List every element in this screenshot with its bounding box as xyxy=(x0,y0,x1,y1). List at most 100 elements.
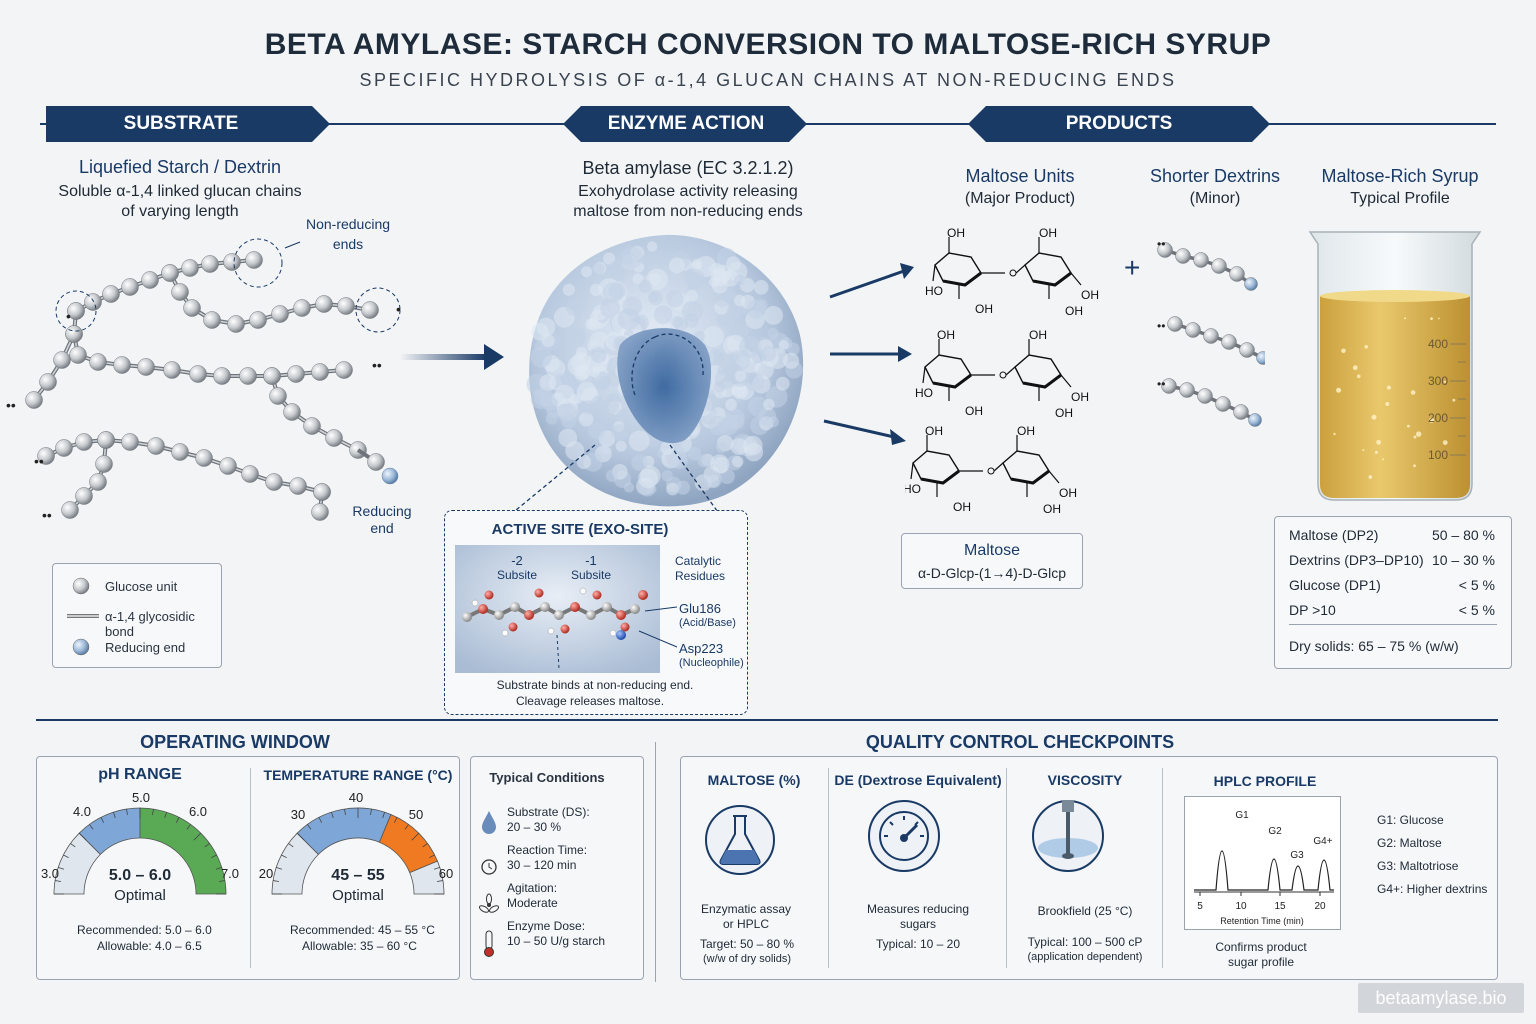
zoom-lines xyxy=(509,444,721,516)
temp-band-allow xyxy=(296,807,392,855)
qc-panel xyxy=(680,756,1498,980)
gauge-tick-label: 60 xyxy=(439,866,453,881)
thermometer-icon xyxy=(484,930,494,957)
gauge-tick-label: 50 xyxy=(409,807,423,822)
hplc-peak-label: G3 xyxy=(1290,850,1304,861)
ph-allowable: Allowable: 4.0 – 6.5 xyxy=(97,939,202,953)
typical-conditions-panel: Typical Conditions Substrate (DS):20 – 3… xyxy=(470,756,644,980)
svg-text:•: • xyxy=(66,308,71,324)
beaker-mark-100: 100 xyxy=(1428,448,1448,462)
residue-asp-role: (Nucleophile) xyxy=(679,657,744,669)
qc-viscosity-desc: Brookfield (25 °C) xyxy=(1037,904,1133,918)
syrup-beaker: 400 300 200 100 xyxy=(1308,231,1482,501)
residue-glu-role: (Acid/Base) xyxy=(679,617,736,629)
arrow-to-enzyme xyxy=(400,344,504,370)
profile-label: Dextrins (DP3–DP10) xyxy=(1289,552,1424,568)
enzyme-desc-1: Exohydrolase activity releasing xyxy=(578,183,798,200)
active-site-title: ACTIVE SITE (EXO-SITE) xyxy=(491,521,669,538)
condition-value: 10 – 50 U/g starch xyxy=(507,934,606,948)
gauge-tick-label: 4.0 xyxy=(73,804,91,819)
hplc-legend-item: G3: Maltotriose xyxy=(1377,859,1459,873)
maltose-molecule xyxy=(922,339,1072,401)
hplc-peak-label: G1 xyxy=(1235,810,1249,821)
watermark: betaamylase.bio xyxy=(1358,983,1524,1013)
maltose-units-sub: (Major Product) xyxy=(964,190,1076,207)
svg-text:••: •• xyxy=(34,453,44,469)
gauge-tick-label: 7.0 xyxy=(221,866,239,881)
qc-de-desc-2: sugars xyxy=(899,917,937,931)
condition-label: Enzyme Dose: xyxy=(507,919,586,933)
beaker-mark-300: 300 xyxy=(1428,374,1448,388)
conditions-title: Typical Conditions xyxy=(489,770,605,785)
catalytic-label-1: Catalytic xyxy=(675,554,722,568)
flask-icon xyxy=(705,805,775,875)
svg-text:••: •• xyxy=(372,357,382,373)
hplc-x-tick: 10 xyxy=(1235,901,1247,912)
qc-de-title: DE (Dextrose Equivalent) xyxy=(834,772,1002,788)
operating-window-title: OPERATING WINDOW xyxy=(140,732,330,752)
maltose-atom-label: OH xyxy=(1039,226,1057,240)
maltose-atom-label: HO xyxy=(925,284,943,298)
subsite-1-label: Subsite xyxy=(570,568,612,582)
subsite-2-num: -2 xyxy=(511,553,523,568)
residue-glu: Glu186 xyxy=(679,601,721,616)
ph-optimal-value: 5.0 – 6.0 xyxy=(108,867,172,884)
condition-label: Agitation: xyxy=(507,881,558,895)
nonreducing-ring-1 xyxy=(55,290,97,332)
ph-title: pH RANGE xyxy=(98,766,182,783)
enzyme-structure xyxy=(526,234,804,507)
gauge-tick-label: 30 xyxy=(291,807,305,822)
operating-window-panel xyxy=(36,756,460,980)
short-dextrins: •••••• xyxy=(1157,238,1265,427)
drop-icon xyxy=(482,811,496,834)
dextrin-title: Shorter Dextrins xyxy=(1149,166,1281,186)
qc-hplc-note-2: sugar profile xyxy=(1227,955,1295,969)
banner-products-shape xyxy=(968,106,1270,142)
section-divider xyxy=(36,719,1498,721)
maltose-atom-label: OH xyxy=(1029,328,1047,342)
temp-band-high xyxy=(409,860,445,895)
qc-maltose-desc-2: or HPLC xyxy=(722,917,769,931)
qc-maltose-desc-1: Enzymatic assay xyxy=(700,902,792,916)
temp-band-optimal xyxy=(378,814,438,874)
hplc-legend-item: G2: Maltose xyxy=(1377,836,1442,850)
temp-recommended: Recommended: 45 – 55 °C xyxy=(290,923,435,937)
legend-glucose: Glucose unit xyxy=(105,579,178,594)
maltose-atom-label: OH xyxy=(953,500,971,514)
maltose-atom-label: OH xyxy=(1065,304,1083,318)
maltose-molecule xyxy=(932,237,1082,299)
maltose-atom-label: OH xyxy=(1059,486,1077,500)
condition-label: Substrate (DS): xyxy=(507,805,590,819)
maltose-name: Maltose xyxy=(963,542,1021,559)
maltose-atom-label: OH xyxy=(1043,502,1061,516)
vertical-divider xyxy=(655,742,656,982)
condition-value: 30 – 120 min xyxy=(507,858,577,872)
qc-hplc-note-1: Confirms product xyxy=(1215,940,1307,954)
gauge-tick-label: 5.0 xyxy=(132,790,150,805)
maltose-atom-label: OH xyxy=(975,302,993,316)
banner-enzyme-shape xyxy=(563,106,807,142)
temp-optimal-label: Optimal xyxy=(332,887,384,904)
profile-label: DP >10 xyxy=(1289,602,1336,618)
short-dextrin xyxy=(1157,242,1258,291)
nonreducing-ring-2 xyxy=(233,238,283,288)
gauge-tick-label: 40 xyxy=(349,790,363,805)
qc-divider-1 xyxy=(828,768,829,968)
syrup-title: Maltose-Rich Syrup xyxy=(1321,166,1479,186)
banner-products: PRODUCTS xyxy=(1065,113,1173,134)
clock-icon xyxy=(481,859,497,875)
substrate-title: Liquefied Starch / Dextrin xyxy=(78,157,282,177)
qc-hplc-title: HPLC PROFILE xyxy=(1213,773,1317,789)
maltose-name-box: Maltose α-D-Glcp-(1→4)-D-Glcp xyxy=(901,533,1083,589)
gauge-tick-label: 20 xyxy=(259,866,273,881)
condition-value: 20 – 30 % xyxy=(507,820,562,834)
temp-optimal-value: 45 – 55 xyxy=(331,867,385,884)
hplc-x-tick: 15 xyxy=(1274,901,1286,912)
subsite-2-label: Subsite xyxy=(496,568,538,582)
beaker-mark-200: 200 xyxy=(1428,411,1448,425)
agitation-icon xyxy=(479,893,499,913)
qc-viscosity-note: (application dependent) xyxy=(1027,951,1143,963)
reducing-label-2: end xyxy=(370,520,394,536)
ph-gauge: 3.04.05.06.07.0 xyxy=(41,790,239,895)
